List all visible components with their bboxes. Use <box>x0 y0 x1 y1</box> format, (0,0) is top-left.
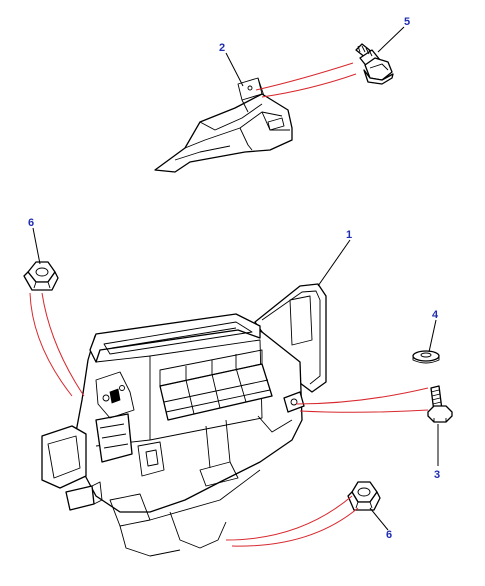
callout-washer: 4 <box>432 309 439 321</box>
ref-line-nut-left-a <box>29 292 73 397</box>
callout-bracket: 2 <box>219 42 225 54</box>
leader-line-6a <box>32 227 41 265</box>
bracket-drawing <box>154 77 293 173</box>
heater-housing-drawing <box>41 283 327 557</box>
washer-drawing <box>412 350 440 364</box>
leader-line-6b <box>369 507 389 531</box>
ref-line-bolt-lower-b <box>299 409 429 413</box>
reference-lines <box>29 62 429 547</box>
ref-line-nut-right-a <box>225 495 353 541</box>
leader-line-5 <box>377 26 405 53</box>
ref-line-bolt-upper-b <box>261 73 357 98</box>
callout-bolt-lower: 3 <box>434 469 440 481</box>
nut-left-drawing <box>23 261 59 291</box>
ref-line-bolt-upper-a <box>255 62 354 91</box>
ref-line-nut-right-b <box>231 507 359 547</box>
leader-line-4 <box>428 319 437 353</box>
nut-right-drawing <box>347 481 381 511</box>
callouts: 1 2 3 4 5 6 6 <box>28 16 440 541</box>
bolt-upper-drawing <box>355 43 394 85</box>
ref-line-nut-left-b <box>41 292 85 397</box>
callout-nut-left: 6 <box>28 217 34 229</box>
ref-line-bolt-lower-a <box>295 387 429 405</box>
leader-line-1 <box>317 239 351 287</box>
leader-lines <box>32 26 439 531</box>
callout-bolt-upper: 5 <box>404 16 410 28</box>
callout-nut-right: 6 <box>386 529 392 541</box>
callout-heater-housing: 1 <box>346 229 352 241</box>
bolt-lower-drawing <box>427 385 453 423</box>
leader-line-2 <box>225 52 244 87</box>
